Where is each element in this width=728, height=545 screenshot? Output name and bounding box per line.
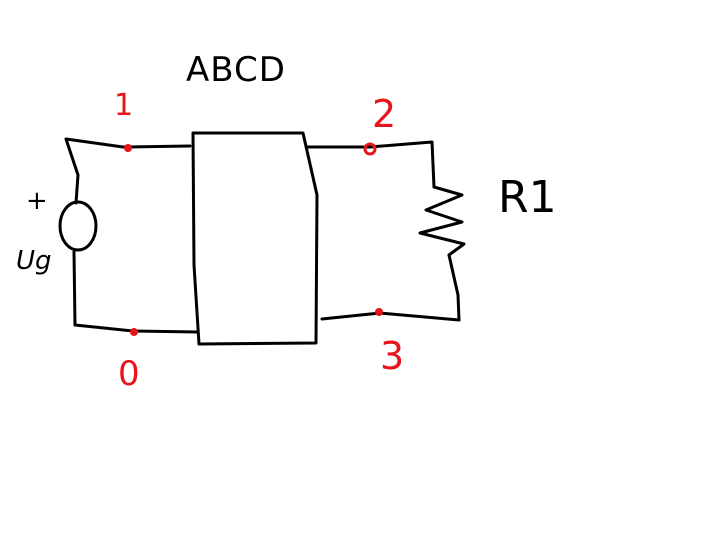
- node-1-label: 1: [114, 88, 134, 123]
- node-3-dot: [375, 308, 383, 316]
- abcd-block: [191, 131, 319, 346]
- resistor-icon: [418, 185, 466, 257]
- node-2-label: 2: [372, 92, 397, 136]
- node-1-dot: [124, 144, 132, 152]
- wire-output-bottom: [320, 311, 461, 322]
- wire-input-top: [64, 137, 192, 149]
- node-0-label: 0: [118, 354, 140, 394]
- wire-output-top: [305, 140, 436, 189]
- node-3-label: 3: [380, 334, 405, 378]
- wire-output-right: [447, 253, 461, 322]
- wire-source-top: [64, 137, 80, 205]
- source-plus-label: +: [26, 186, 48, 216]
- resistor-label: R1: [498, 172, 557, 223]
- node-2-dot: [363, 142, 377, 156]
- voltage-source-icon: [58, 200, 98, 252]
- block-label: ABCD: [186, 50, 286, 90]
- node-0-dot: [130, 328, 138, 336]
- wire-source-bottom: [72, 250, 77, 327]
- source-voltage-label: Ug: [16, 246, 52, 276]
